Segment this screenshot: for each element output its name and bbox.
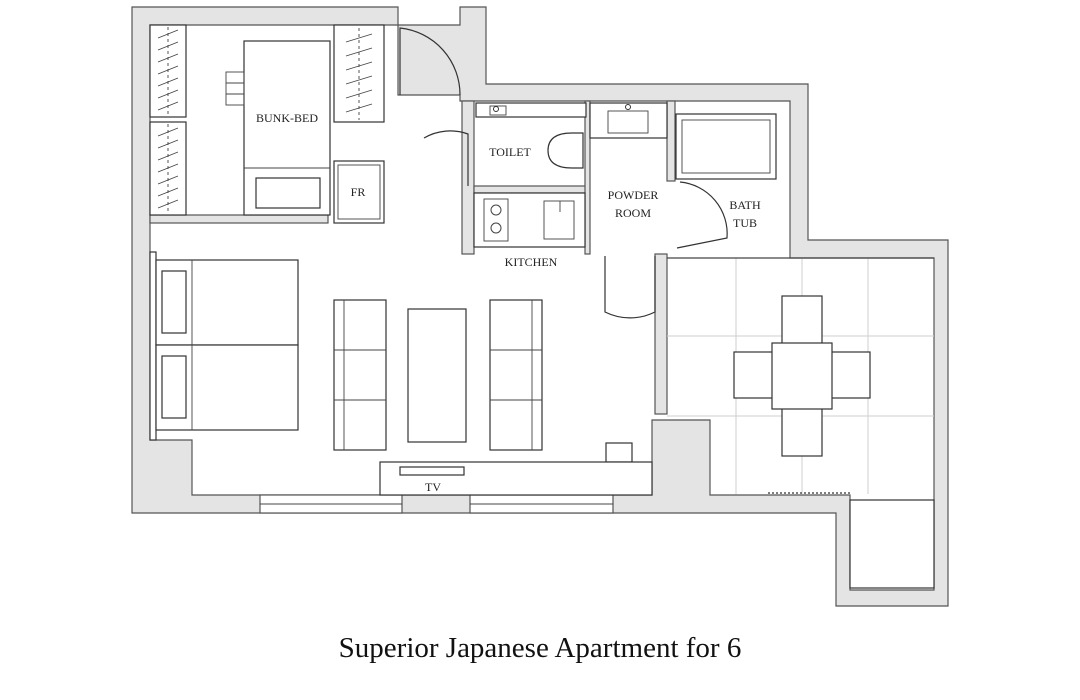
stove	[483, 198, 509, 242]
cushion-bottom	[781, 407, 823, 457]
bunk-bed-label: BUNK-BED	[256, 111, 318, 125]
bunk-room: BUNK-BED FR	[149, 24, 385, 224]
fridge	[333, 160, 385, 224]
fridge-label: FR	[351, 185, 366, 199]
cushion-left	[733, 351, 775, 399]
windows	[259, 494, 614, 514]
kitchen-label: KITCHEN	[505, 255, 558, 269]
toilet-counter	[475, 102, 587, 118]
washbasin	[607, 110, 649, 134]
sofa-left	[333, 299, 387, 451]
bunk-ladder	[225, 71, 245, 106]
coffee-table	[407, 308, 467, 443]
pillow-bottom	[161, 355, 187, 419]
doors	[399, 27, 728, 319]
toilet-door	[423, 130, 469, 186]
powder-room: POWDER ROOM	[589, 102, 668, 220]
bunk-bed-pillow	[255, 177, 321, 209]
side-table	[605, 442, 633, 463]
tv	[399, 466, 465, 476]
hangers-right	[345, 28, 373, 120]
bath-tub-label-1: BATH	[729, 198, 761, 212]
tv-label: TV	[425, 480, 441, 494]
plan-title: Superior Japanese Apartment for 6	[339, 632, 742, 664]
wall-bunk-room	[149, 214, 329, 224]
entrance-door	[399, 27, 461, 96]
bath-tub-label-2: TUB	[733, 216, 757, 230]
powder-room-label-2: ROOM	[615, 206, 651, 220]
wall-toilet-kitchen	[473, 185, 587, 194]
hangers-left	[157, 27, 179, 213]
kitchen: KITCHEN	[473, 192, 586, 269]
powder-room-label-1: POWDER	[608, 188, 659, 202]
kitchen-sink	[543, 200, 575, 240]
low-dining-table	[771, 342, 833, 410]
pillow-top	[161, 270, 187, 334]
kitchen-counter	[473, 192, 586, 248]
bath-tub	[675, 113, 777, 180]
bath-door	[676, 181, 728, 249]
sofa-right	[489, 299, 543, 451]
living-room: TV	[149, 251, 653, 496]
wall-powder-bath	[666, 100, 676, 182]
bath-room: BATH TUB	[675, 113, 777, 230]
toilet	[547, 132, 584, 169]
cushion-top	[781, 295, 823, 345]
bed-headboard	[149, 251, 157, 441]
balcony	[849, 499, 935, 589]
toilet-room: TOILET	[475, 102, 587, 169]
tatami-room	[667, 257, 935, 589]
powder-room-door	[604, 256, 656, 319]
cushion-right	[829, 351, 871, 399]
wall-kitchen-powder	[584, 100, 591, 255]
toilet-label: TOILET	[489, 145, 531, 159]
wall-living-tatami	[654, 253, 668, 415]
